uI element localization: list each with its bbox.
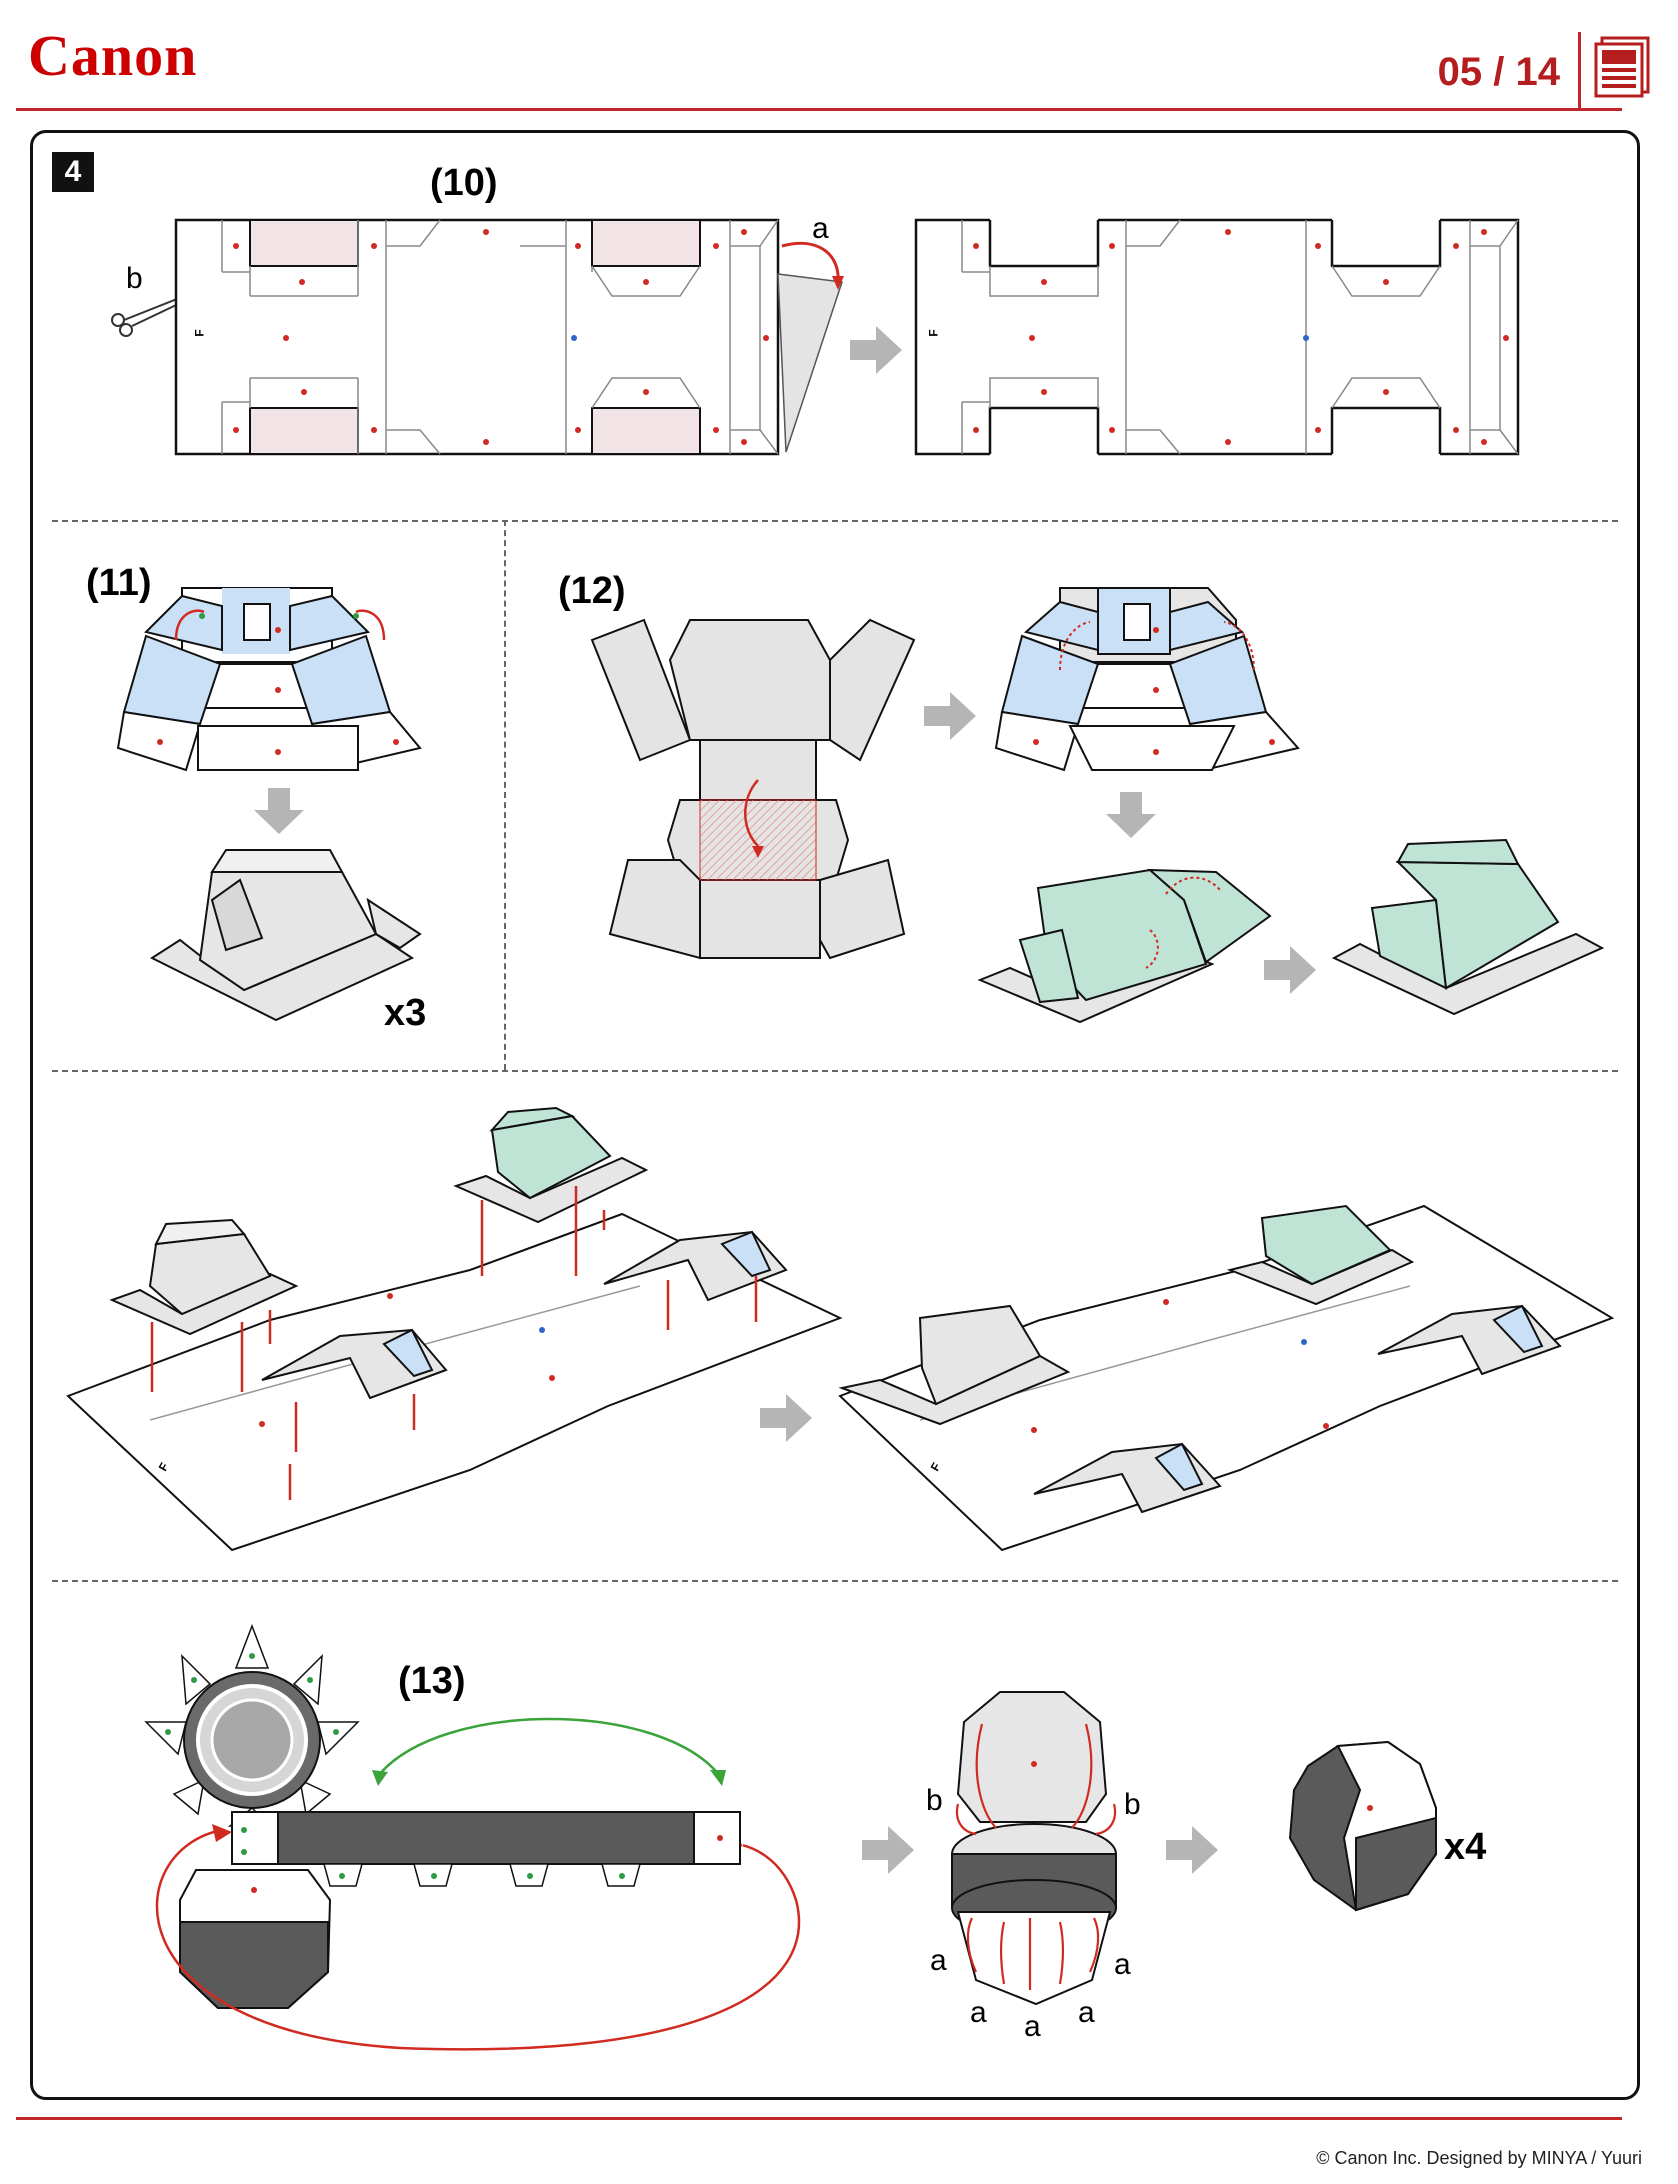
section-divider-3 [52, 1580, 1618, 1582]
substep-11-label: (11) [86, 562, 152, 604]
label-a-5: a [1078, 1996, 1095, 2029]
section-divider-1 [52, 520, 1618, 522]
substep-12-label: (12) [558, 570, 626, 612]
canon-logo: Canon [28, 23, 198, 88]
footer-credit: © Canon Inc. Designed by MINYA / Yuuri [1316, 2148, 1642, 2168]
substep-13-label: (13) [398, 1660, 466, 1702]
section-divider-2 [52, 1070, 1618, 1072]
label-a-4: a [1024, 2010, 1041, 2043]
page-number: 05 / 14 [1437, 50, 1560, 94]
label-a: a [812, 212, 829, 245]
label-b-3: b [926, 1784, 943, 1817]
diagram-11-12 [116, 587, 1605, 1024]
section-divider-vertical [504, 520, 506, 1070]
header-divider [1578, 32, 1581, 110]
assembly-diagram [66, 1106, 1615, 1552]
label-a-1: a [930, 1944, 947, 1977]
net-10-before [111, 218, 1520, 456]
substep-13-quantity: x4 [1444, 1826, 1487, 1868]
diagram-13 [144, 1623, 1437, 2051]
footer-rule [16, 2117, 1622, 2120]
label-a-3: a [970, 1996, 987, 2029]
label-b-4: b [1124, 1788, 1141, 1821]
document-icon[interactable] [1594, 36, 1652, 98]
substep-11-quantity: x3 [384, 992, 427, 1034]
step-badge: 4 [52, 152, 94, 192]
label-a-2: a [1114, 1948, 1131, 1981]
substep-10-label: (10) [430, 162, 498, 204]
instruction-panel [30, 130, 1640, 2100]
header-rule [16, 108, 1622, 111]
label-b: b [126, 262, 143, 295]
